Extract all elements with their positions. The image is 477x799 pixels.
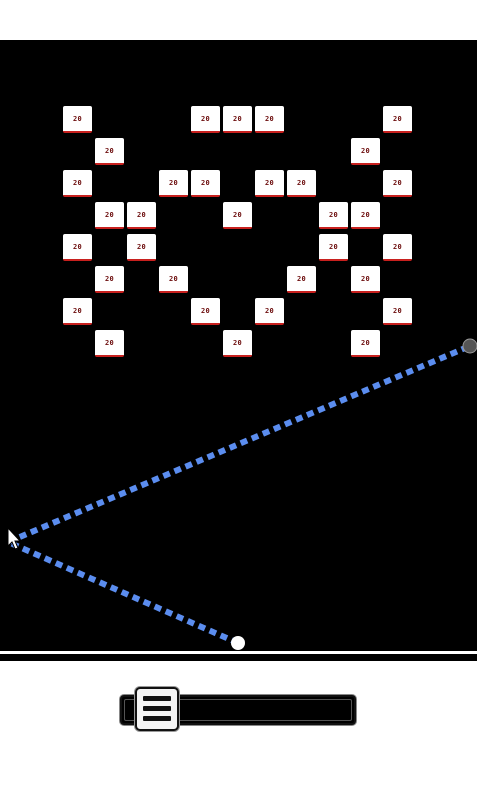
brick: 20 <box>127 202 156 229</box>
brick: 20 <box>127 234 156 261</box>
brick: 20 <box>63 106 92 133</box>
hamburger-grip-icon <box>143 706 171 711</box>
brick: 20 <box>63 234 92 261</box>
aim-trajectory-line <box>0 343 472 646</box>
brick: 20 <box>351 266 380 293</box>
brick: 20 <box>319 202 348 229</box>
brick: 20 <box>191 298 220 325</box>
brick: 20 <box>383 106 412 133</box>
brick: 20 <box>383 234 412 261</box>
brick: 20 <box>223 106 252 133</box>
mouse-pointer-icon <box>7 526 22 550</box>
brick: 20 <box>191 106 220 133</box>
brick: 20 <box>95 266 124 293</box>
ball-icon[interactable] <box>231 636 245 650</box>
control-panel <box>0 661 477 799</box>
brick: 20 <box>223 330 252 357</box>
brick: 20 <box>95 202 124 229</box>
ghost-ball-icon <box>462 338 477 354</box>
brick: 20 <box>255 298 284 325</box>
brick: 20 <box>351 138 380 165</box>
top-bar <box>0 0 477 40</box>
hamburger-grip-icon <box>143 696 171 701</box>
brick: 20 <box>351 202 380 229</box>
hamburger-grip-icon <box>143 716 171 721</box>
brick: 20 <box>255 170 284 197</box>
angle-slider-thumb[interactable] <box>135 687 179 731</box>
brick: 20 <box>351 330 380 357</box>
brick: 20 <box>223 202 252 229</box>
brick: 20 <box>159 170 188 197</box>
brick: 20 <box>191 170 220 197</box>
brick: 20 <box>287 266 316 293</box>
brick: 20 <box>319 234 348 261</box>
brick: 20 <box>383 170 412 197</box>
brick: 20 <box>255 106 284 133</box>
brick: 20 <box>287 170 316 197</box>
brick: 20 <box>95 330 124 357</box>
aim-overlay <box>0 338 477 650</box>
floor-line <box>0 651 477 654</box>
brick: 20 <box>63 298 92 325</box>
brick: 20 <box>63 170 92 197</box>
brick: 20 <box>95 138 124 165</box>
brick: 20 <box>159 266 188 293</box>
brick: 20 <box>383 298 412 325</box>
